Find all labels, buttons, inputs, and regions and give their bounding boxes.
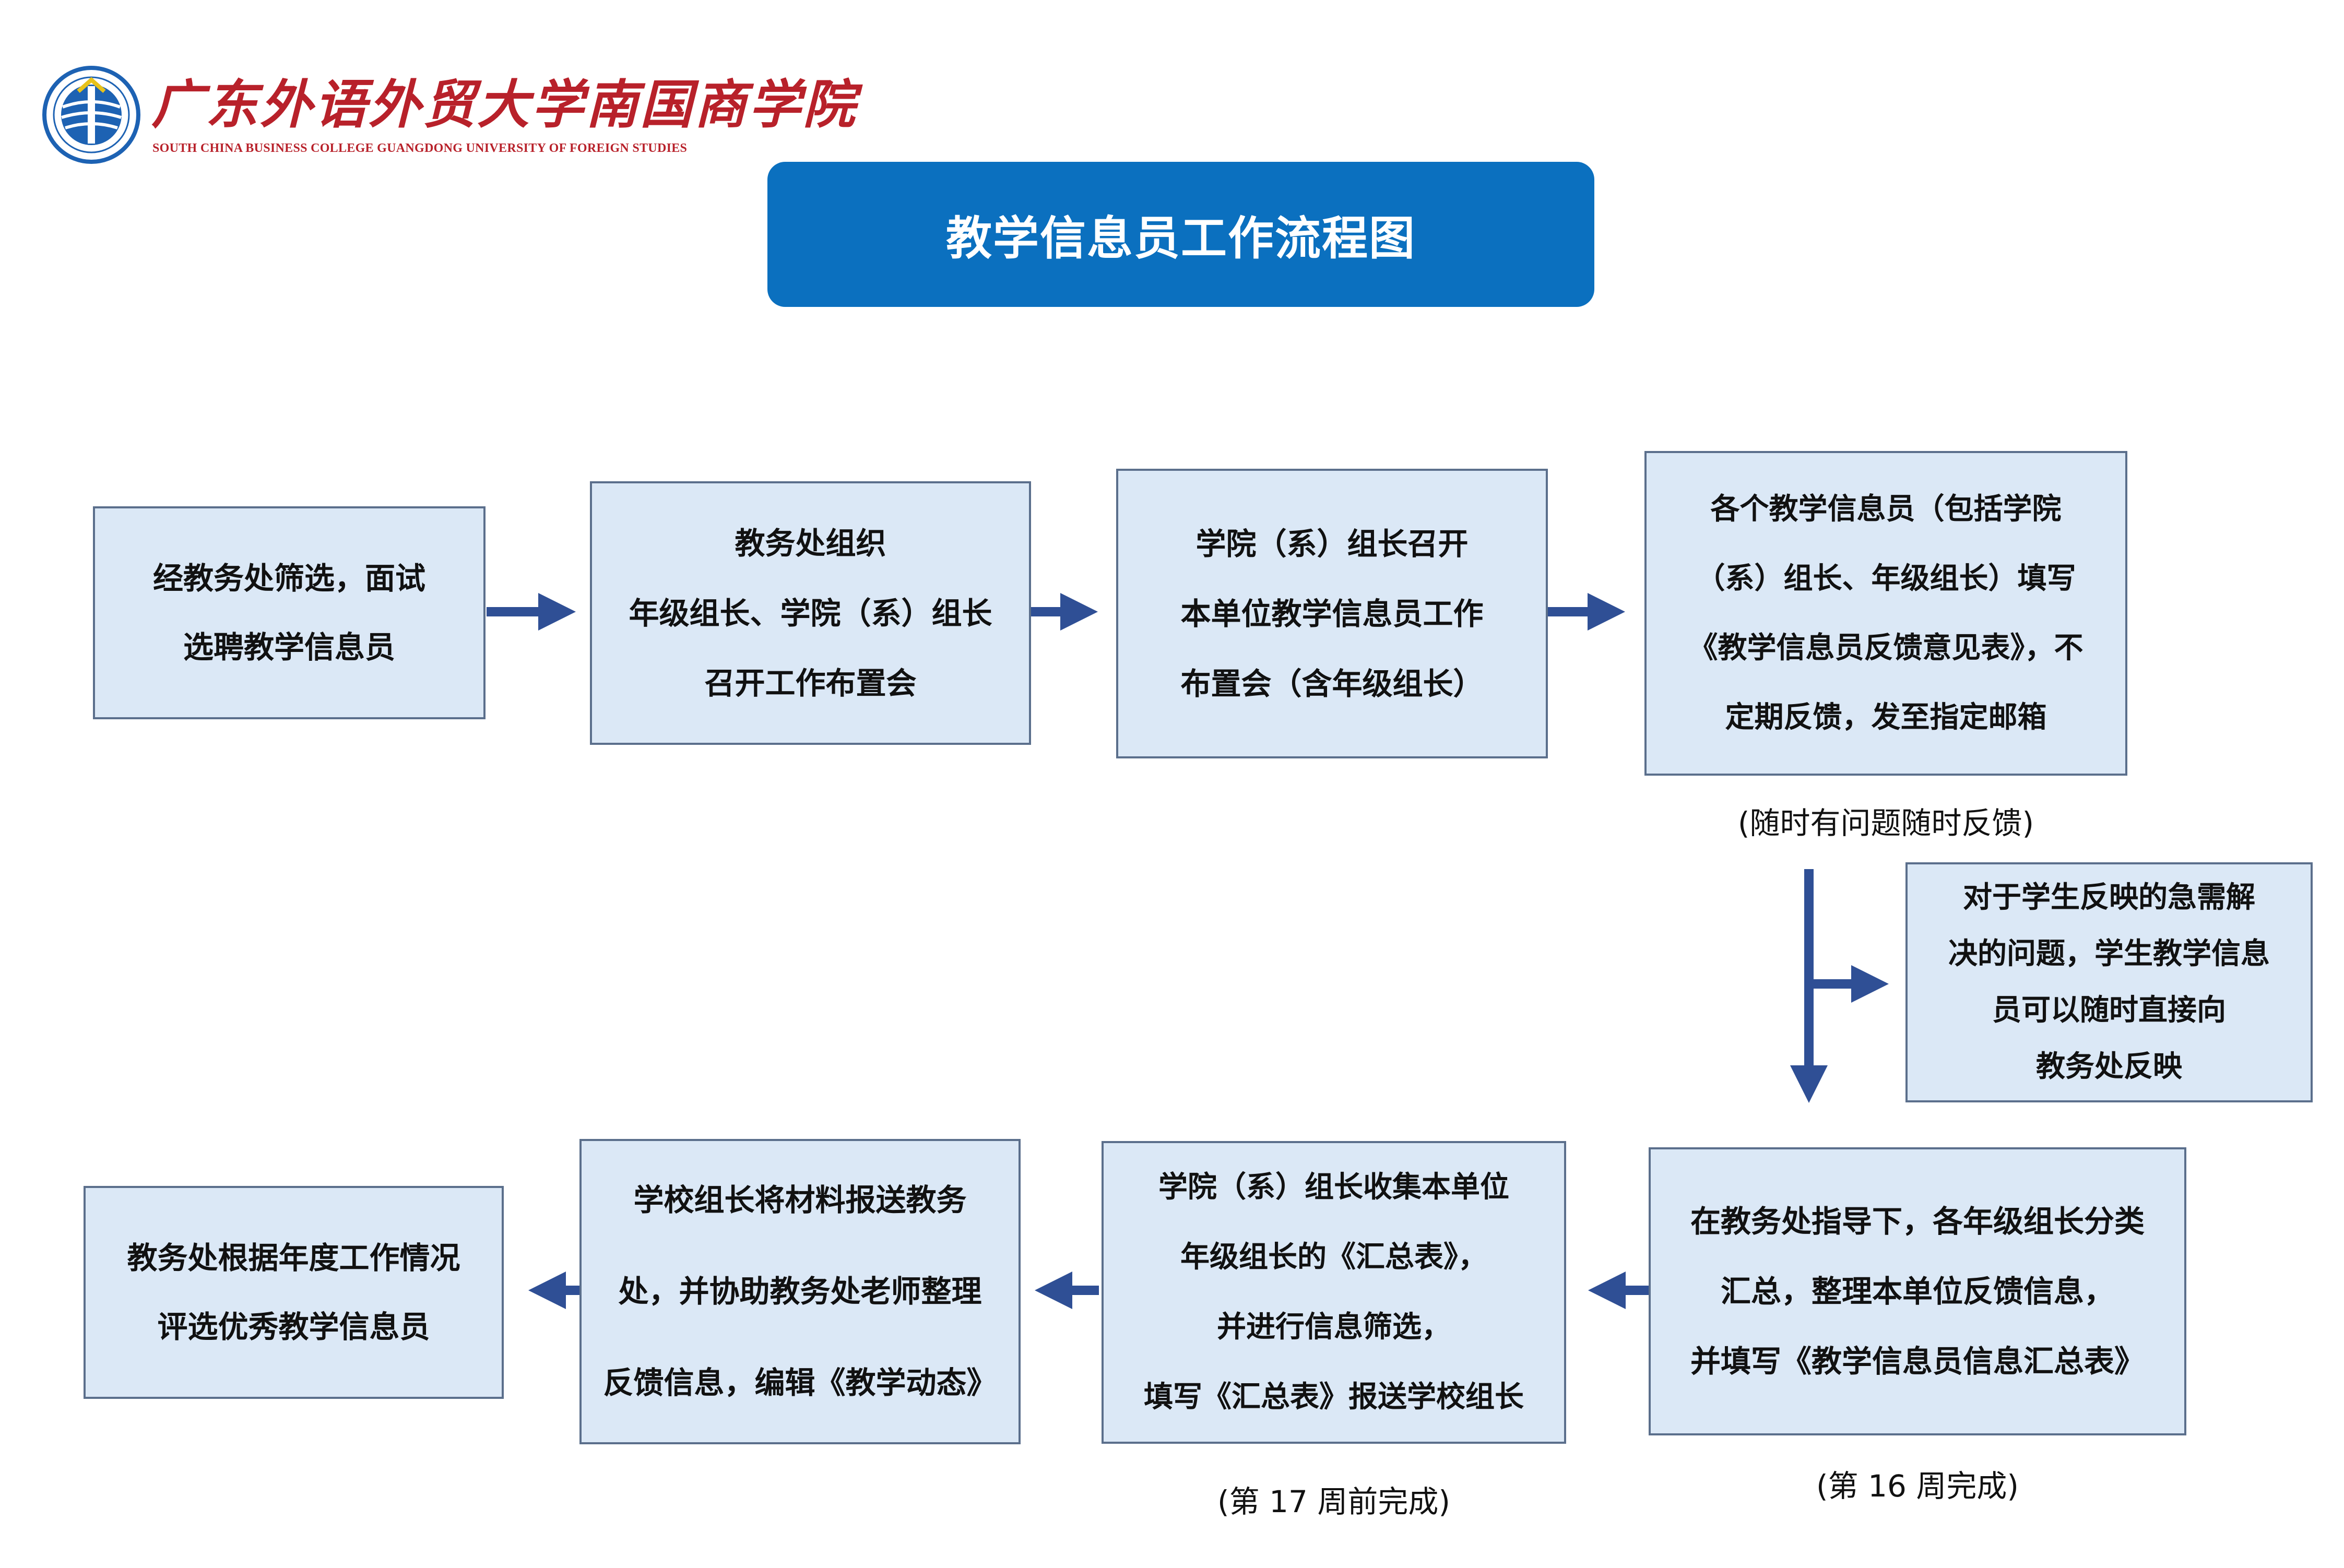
step-fill-feedback-form: 各个教学信息员（包括学院 （系）组长、年级组长）填写 《教学信息员反馈意见表》，… xyxy=(1644,451,2127,776)
step-grade-leader-summary: 在教务处指导下，各年级组长分类 汇总，整理本单位反馈信息， 并填写《教学信息员信… xyxy=(1649,1147,2186,1435)
step-college-collect-summary: 学院（系）组长收集本单位 年级组长的《汇总表》， 并进行信息筛选， 填写《汇总表… xyxy=(1102,1141,1566,1444)
step-direct-report-urgent: 对于学生反映的急需解 决的问题，学生教学信息 员可以随时直接向 教务处反映 xyxy=(1905,862,2313,1102)
step-school-leader-submit: 学校组长将材料报送教务 处，并协助教务处老师整理 反馈信息，编辑《教学动态》 xyxy=(579,1139,1021,1444)
note-week-16: (第 16 周完成) xyxy=(1816,1468,2019,1504)
title-banner: 教学信息员工作流程图 xyxy=(767,162,1594,307)
page-title: 教学信息员工作流程图 xyxy=(945,211,1416,265)
note-week-17: (第 17 周前完成) xyxy=(1217,1484,1450,1519)
note-anytime-feedback: (随时有问题随时反馈) xyxy=(1737,805,2034,841)
college-emblem-icon xyxy=(42,66,140,164)
step-college-unit-meeting: 学院（系）组长召开 本单位教学信息员工作 布置会（含年级组长） xyxy=(1116,469,1548,758)
step-select-info-officers: 经教务处筛选，面试 选聘教学信息员 xyxy=(93,506,486,719)
step-academic-affairs-meeting: 教务处组织 年级组长、学院（系）组长 召开工作布置会 xyxy=(590,481,1031,745)
college-name-en: SOUTH CHINA BUSINESS COLLEGE GUANGDONG U… xyxy=(152,141,688,155)
step-select-outstanding-officers: 教务处根据年度工作情况 评选优秀教学信息员 xyxy=(84,1186,504,1399)
